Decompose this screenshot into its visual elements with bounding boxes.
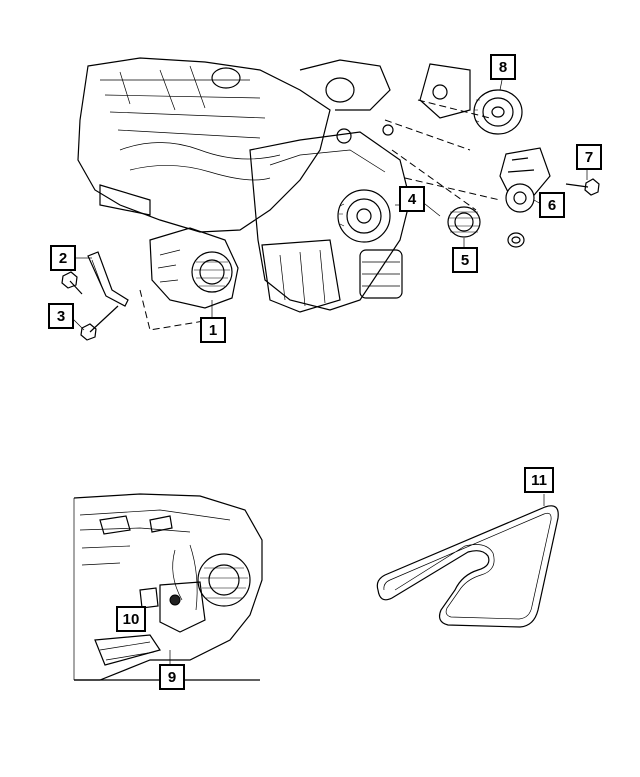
engine-closeup-icon — [73, 493, 263, 681]
belt-tensioner-icon — [499, 147, 551, 213]
callout-part-9[interactable]: 9 — [159, 664, 185, 690]
bracket-icon — [87, 251, 129, 307]
pulley-icon — [419, 63, 523, 135]
callout-tensioner-bolt[interactable]: 7 — [576, 144, 602, 170]
callout-tensioner[interactable]: 6 — [539, 192, 565, 218]
callout-bracket[interactable]: 2 — [50, 245, 76, 271]
bolt-icon — [61, 178, 600, 341]
engine-assembly-icon — [77, 57, 411, 313]
callout-idler-pulley[interactable]: 5 — [452, 247, 478, 273]
callout-damper[interactable]: 4 — [399, 186, 425, 212]
callout-serpentine-belt[interactable]: 11 — [524, 467, 554, 493]
generator-icon — [139, 227, 239, 331]
callout-generator[interactable]: 1 — [200, 317, 226, 343]
serpentine-belt-icon — [376, 494, 559, 628]
pulley-icon — [447, 206, 525, 248]
callout-bolt[interactable]: 3 — [48, 303, 74, 329]
callout-part-10[interactable]: 10 — [116, 606, 146, 632]
callout-water-pump-pulley[interactable]: 8 — [490, 54, 516, 80]
